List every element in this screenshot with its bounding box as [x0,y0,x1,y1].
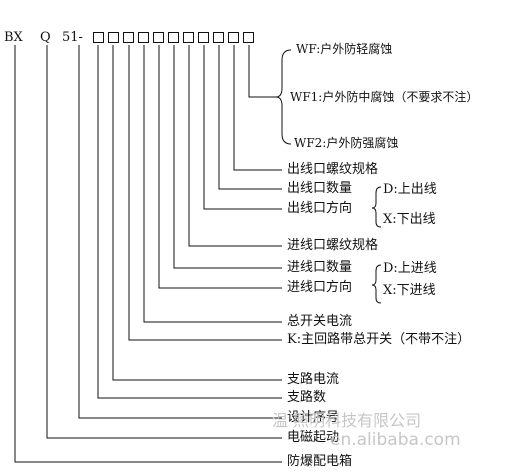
label-explosion-box: 防爆配电箱 [287,454,353,469]
wf-option-medium: WF1:户外防中腐蚀（不要求不注） [290,90,479,104]
label-inlet-direction: 进线口方向 [287,280,353,295]
label-main-switch: K:主回路带总开关（不带不注） [287,332,471,347]
line-branch-count [97,45,282,399]
code-box-8 [198,32,209,43]
line-outlet-count [218,45,282,190]
watermark-company: 温 照明科技有限公司 [272,411,422,430]
watermark-site: en.alibaba.com [330,430,461,450]
label-branch-current: 支路电流 [287,372,340,387]
code-prefix-51: 51- [62,30,83,45]
label-design-serial: 设计序号 [287,410,340,425]
code-box-9 [213,32,224,43]
line-design-serial [78,45,282,419]
code-prefix-bx: BX [4,30,23,45]
label-inlet-count: 进线口数量 [287,260,353,275]
code-box-4 [138,32,149,43]
code-box-7 [183,32,194,43]
code-box-11 [243,32,254,43]
label-electromagnetic: 电磁起动 [287,430,340,445]
line-inlet-direction [158,45,282,289]
line-inlet-thread [188,45,282,247]
line-electromagnetic [46,45,282,439]
code-box-5 [153,32,164,43]
inlet-dir-brace [371,264,382,304]
line-wf-group [248,45,278,98]
code-box-3 [123,32,134,43]
label-outlet-dir-d: D:上出线 [383,182,437,197]
wf-brace [275,49,292,145]
line-outlet-direction [203,45,282,210]
outlet-dir-brace [371,186,382,228]
line-explosion-box [14,45,282,463]
code-box-10 [228,32,239,43]
line-inlet-count [173,45,282,269]
code-box-1 [93,32,104,43]
code-box-6 [168,32,179,43]
line-branch-current [112,45,282,381]
label-main-current: 总开关电流 [287,314,353,329]
line-main-current [143,45,282,323]
label-inlet-dir-x: X:下进线 [383,283,436,298]
label-outlet-dir-x: X:下出线 [383,212,436,227]
code-box-2 [108,32,119,43]
line-outlet-thread [233,45,282,171]
label-inlet-dir-d: D:上进线 [383,261,437,276]
line-main-switch [128,45,282,341]
wf-option-light: WF:户外防轻腐蚀 [296,42,393,56]
wf-option-strong: WF2:户外防强腐蚀 [294,136,399,150]
label-inlet-thread: 进线口螺纹规格 [287,238,379,253]
code-prefix-q: Q [40,30,51,45]
label-outlet-count: 出线口数量 [287,181,353,196]
label-outlet-direction: 出线口方向 [287,201,353,216]
label-branch-count: 支路数 [287,390,327,405]
label-outlet-thread: 出线口螺纹规格 [287,162,379,177]
